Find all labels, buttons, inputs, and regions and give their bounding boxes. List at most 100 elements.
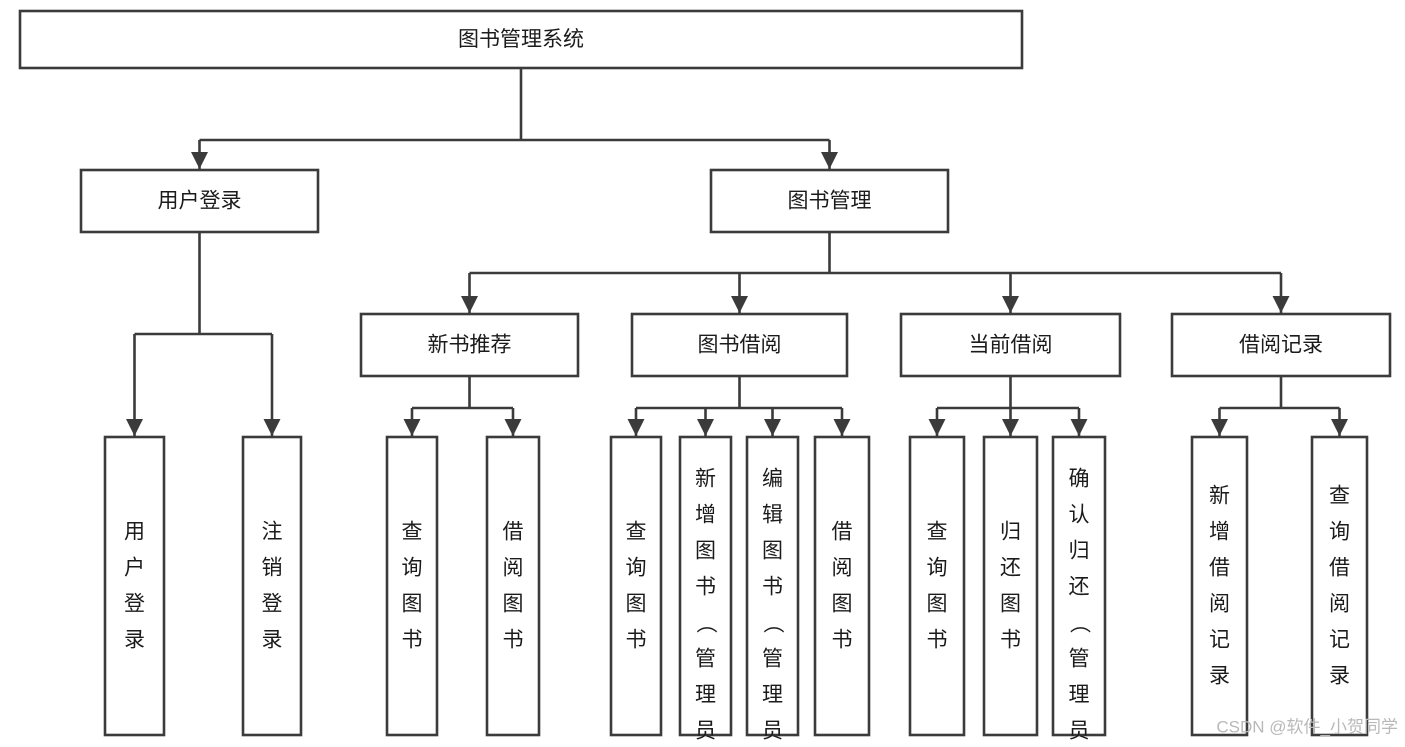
node-label-char: 员 xyxy=(1069,720,1090,743)
node-current-borrow[interactable]: 当前借阅 xyxy=(899,312,1122,378)
node-new-book-rec[interactable]: 新书推荐 xyxy=(359,312,580,378)
node-book-manage[interactable]: 图书管理 xyxy=(709,168,950,234)
node-label-char: 归 xyxy=(1000,521,1021,544)
node-label-char: 借 xyxy=(1209,557,1230,580)
node-label-char: 书 xyxy=(626,629,647,652)
node-label-char: 用 xyxy=(124,521,145,544)
node-label-char: 阅 xyxy=(503,557,524,580)
node-label-char: 注 xyxy=(262,521,283,544)
node-label-char: 录 xyxy=(1329,665,1350,688)
node-box-current-borrow xyxy=(899,312,1122,378)
node-root[interactable]: 图书管理系统 xyxy=(18,9,1024,70)
connector-arrowhead xyxy=(263,419,281,436)
node-label-char: 辑 xyxy=(762,504,783,527)
node-label-char: 理 xyxy=(695,684,716,707)
node-label-char: 图 xyxy=(626,593,647,616)
node-label-char: 记 xyxy=(1329,629,1350,652)
node-label-char: 图 xyxy=(503,593,524,616)
node-borrow-record[interactable]: 借阅记录 xyxy=(1170,312,1392,378)
node-label-char: 新 xyxy=(695,468,716,491)
node-label-char: 归 xyxy=(1069,540,1090,563)
node-box-leaf-query-record xyxy=(1310,435,1369,737)
node-label-char: 借 xyxy=(503,521,524,544)
node-label-root: 图书管理系统 xyxy=(458,28,584,51)
node-box-book-borrow xyxy=(630,312,849,378)
node-label-char: 书 xyxy=(1000,629,1021,652)
node-label-char: （ xyxy=(1068,613,1091,634)
connector-arrowhead xyxy=(403,419,421,436)
node-label-user-login: 用户登录 xyxy=(158,190,242,213)
node-box-leaf-edit-book xyxy=(745,435,800,737)
node-label-char: 新 xyxy=(1209,485,1230,508)
connector-arrowhead xyxy=(833,419,851,436)
connector-arrowhead xyxy=(731,296,748,313)
node-label-char: 借 xyxy=(1329,557,1350,580)
connector-arrowhead xyxy=(1272,296,1290,313)
node-label-char: 图 xyxy=(762,540,783,563)
node-label-char: 借 xyxy=(832,521,853,544)
node-layer: 图书管理系统用户登录图书管理新书推荐图书借阅当前借阅借阅记录用户登录注销登录查询… xyxy=(18,9,1392,747)
node-label-char: 理 xyxy=(762,684,783,707)
node-user-login[interactable]: 用户登录 xyxy=(79,168,320,234)
connector-arrowhead xyxy=(191,152,208,169)
node-label-char: 编 xyxy=(762,468,783,491)
connector-arrowhead xyxy=(1002,419,1019,436)
node-box-leaf-add-record xyxy=(1190,435,1249,737)
connector-arrowhead xyxy=(627,419,645,436)
node-label-char: 增 xyxy=(1209,521,1230,544)
connector-arrowhead xyxy=(126,419,143,436)
node-label-char: 书 xyxy=(503,629,524,652)
node-label-book-borrow: 图书借阅 xyxy=(698,334,782,357)
connector-arrowhead xyxy=(1070,419,1088,436)
node-box-leaf-query-book-cur xyxy=(908,435,966,737)
connector-arrowhead xyxy=(764,419,781,436)
connector-arrowhead xyxy=(461,296,478,313)
node-box-leaf-confirm-return xyxy=(1051,435,1107,737)
node-box-leaf-query-book-borrow xyxy=(609,435,663,737)
node-box-borrow-record xyxy=(1170,312,1392,378)
node-label-current-borrow: 当前借阅 xyxy=(969,334,1053,357)
node-label-char: 图 xyxy=(927,593,948,616)
node-book-borrow[interactable]: 图书借阅 xyxy=(630,312,849,378)
connector-arrowhead xyxy=(697,419,714,436)
node-label-char: 阅 xyxy=(1209,593,1230,616)
node-label-char: 管 xyxy=(695,648,716,671)
node-box-book-manage xyxy=(709,168,950,234)
node-label-char: 录 xyxy=(1209,665,1230,688)
node-label-char: 员 xyxy=(762,720,783,743)
connector-arrowhead xyxy=(504,419,522,436)
node-label-char: 书 xyxy=(832,629,853,652)
connector-arrowhead xyxy=(928,419,946,436)
csdn-watermark: CSDN @软件_小贺同学 xyxy=(1216,718,1398,737)
node-label-char: 图 xyxy=(695,540,716,563)
node-label-char: 登 xyxy=(124,593,145,616)
connector-layer xyxy=(126,68,1348,436)
node-label-char: 增 xyxy=(695,504,716,527)
node-leaf-user-login[interactable]: 用户登录 xyxy=(103,435,166,737)
node-label-char: 询 xyxy=(402,557,423,580)
node-label-char: 书 xyxy=(695,576,716,599)
node-label-char: 查 xyxy=(1329,485,1350,508)
connector-arrowhead xyxy=(1002,296,1019,313)
node-box-leaf-borrow-book-rec xyxy=(485,435,541,737)
node-label-char: （ xyxy=(761,613,784,634)
node-label-char: 询 xyxy=(626,557,647,580)
node-label-char: 录 xyxy=(262,629,283,652)
node-box-new-book-rec xyxy=(359,312,580,378)
node-label-borrow-record: 借阅记录 xyxy=(1239,334,1323,357)
node-box-leaf-borrow-book xyxy=(813,435,871,737)
